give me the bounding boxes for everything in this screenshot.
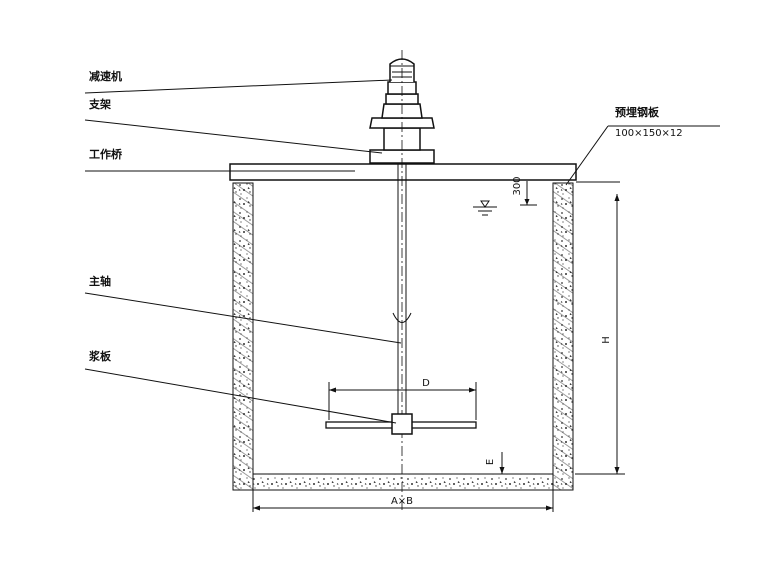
leader-support [84, 119, 383, 154]
leader-reducer [84, 79, 393, 94]
leader-shaft [84, 292, 402, 344]
label-bridge: 工作桥 [89, 147, 123, 161]
water-level-symbol [473, 200, 497, 216]
dim-300: 300 [512, 176, 537, 206]
label-plate-size: 100×150×12 [615, 128, 683, 139]
leader-plate [565, 125, 609, 186]
dim-d-label: D [422, 378, 430, 389]
dim-300-label: 300 [512, 176, 523, 195]
paddle-blade [325, 413, 477, 435]
dim-axb-label: A×B [391, 496, 413, 507]
dim-h-label: H [601, 336, 612, 344]
tank-floor [252, 473, 554, 491]
dim-d: D [328, 378, 477, 420]
tank-left-wall [232, 182, 254, 491]
dim-e-label: E [485, 459, 496, 465]
working-bridge [229, 163, 577, 181]
label-paddle: 浆板 [89, 349, 112, 363]
label-support: 支架 [88, 97, 111, 111]
shaft-coupling [392, 312, 412, 323]
label-plate-name: 预埋钢板 [615, 105, 660, 119]
label-reducer: 减速机 [89, 69, 122, 83]
tank-right-wall [552, 182, 574, 491]
label-shaft: 主轴 [89, 274, 111, 288]
dim-axb: A×B [252, 490, 554, 512]
leader-paddle [84, 368, 397, 424]
dim-e: E [485, 452, 505, 474]
dim-h: H [575, 194, 625, 475]
